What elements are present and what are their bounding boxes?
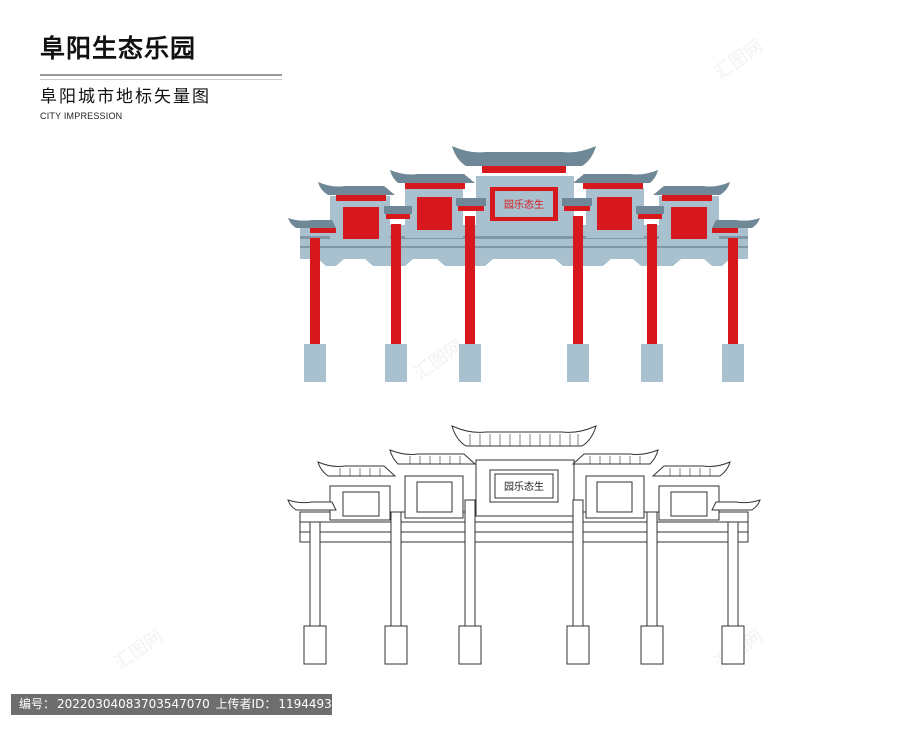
roof-left-edge	[288, 218, 336, 228]
pillar-1	[310, 238, 320, 348]
line-roof-right-edge	[711, 499, 761, 511]
base-5	[641, 344, 663, 382]
roof-inner-right	[573, 170, 658, 183]
pillar-2	[391, 224, 401, 348]
roof-center	[452, 146, 596, 166]
roof-hatching	[339, 434, 711, 476]
line-base-1	[303, 625, 327, 665]
base-6	[722, 344, 744, 382]
uploader-label: 上传者ID：	[215, 697, 277, 711]
watermarks: 汇图网 汇图网 汇图网 汇图网 汇图网	[111, 36, 767, 674]
pillars	[310, 216, 738, 348]
line-pillar-5	[646, 511, 658, 629]
watermark-1: 汇图网	[711, 36, 767, 84]
line-roof-outer-left	[317, 461, 397, 477]
line-base-4	[566, 625, 590, 665]
page-subtitle: 阜阳城市地标矢量图	[40, 87, 211, 107]
red-panel-2	[417, 197, 452, 230]
watermark-2: 汇图网	[411, 336, 467, 384]
line-pillar-2	[390, 511, 402, 629]
red-panel-3	[597, 197, 632, 230]
base-4	[567, 344, 589, 382]
id-value: 20220304083703547070	[57, 697, 210, 711]
red-panel-1	[343, 207, 379, 239]
line-base-5	[640, 625, 664, 665]
id-label: 编号：	[19, 697, 56, 711]
line-pillar-6	[727, 521, 739, 629]
line-archway	[287, 425, 761, 665]
line-roof-inner-left	[389, 449, 477, 465]
pillar-3	[465, 216, 475, 348]
roof-right-edge	[712, 218, 760, 228]
plaque-text: 园乐态生	[504, 198, 544, 211]
line-base-2	[384, 625, 408, 665]
base-1	[304, 344, 326, 382]
line-roof-center	[451, 425, 597, 447]
base-2	[385, 344, 407, 382]
roof-outer-left	[318, 182, 395, 195]
roofs	[288, 146, 760, 228]
line-base-3	[458, 625, 482, 665]
roof-outer-right	[653, 182, 730, 195]
pillar-5	[647, 224, 657, 348]
roof-inner-left	[390, 170, 475, 183]
line-plaque-frame	[489, 469, 559, 503]
uploader-value: 1194493	[278, 697, 332, 711]
line-pillar-1	[309, 521, 321, 629]
line-pillar-bases	[303, 625, 745, 665]
dentil-strips	[310, 166, 738, 233]
header: 阜阳生态乐园 阜阳城市地标矢量图 CITY IMPRESSION	[40, 34, 300, 121]
line-pillar-4	[572, 499, 584, 629]
line-roof-left-edge	[287, 499, 337, 511]
page-caption: CITY IMPRESSION	[40, 111, 123, 121]
line-pillar-3	[464, 499, 476, 629]
pillar-bases	[304, 344, 744, 382]
colored-archway: 园乐态生	[288, 146, 760, 382]
base-3	[459, 344, 481, 382]
line-plaque-text: 园乐态生	[504, 480, 544, 493]
line-roof-outer-right	[651, 461, 731, 477]
red-panel-4	[671, 207, 707, 239]
pillar-4	[573, 216, 583, 348]
pillar-6	[728, 238, 738, 348]
page-title: 阜阳生态乐园	[40, 34, 197, 63]
title-divider-thin	[40, 79, 282, 80]
line-roof-inner-right	[571, 449, 659, 465]
title-divider	[40, 74, 282, 76]
watermark-3: 汇图网	[111, 626, 167, 674]
line-base-6	[721, 625, 745, 665]
footer-bar: 编号：20220304083703547070 上传者ID：1194493	[11, 694, 332, 715]
